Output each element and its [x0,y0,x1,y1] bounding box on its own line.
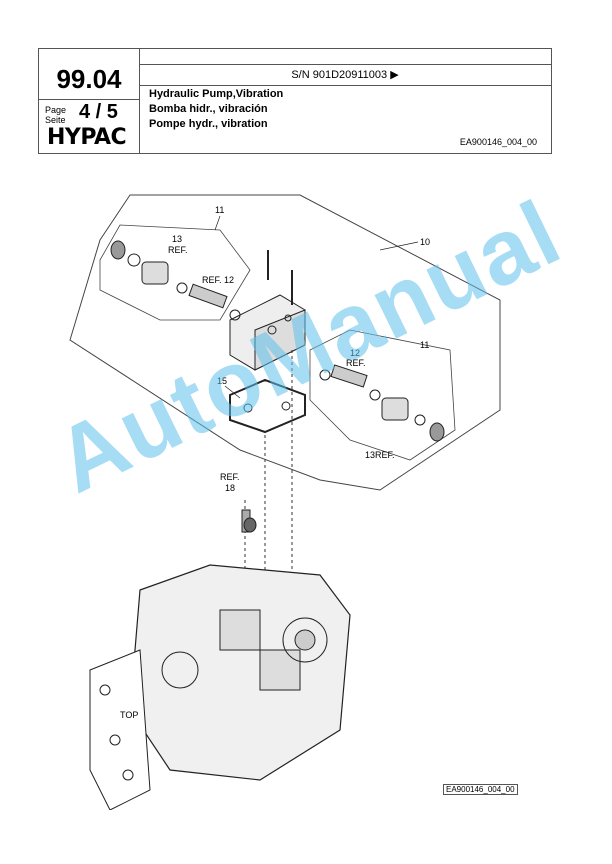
callout-11-right: 11 [420,340,429,350]
svg-text:TOP: TOP [120,710,138,720]
callout-12-right: 12 [350,348,360,358]
callout-13-left-ref: REF. [168,245,188,255]
page-label: Page [45,105,67,115]
seite-label: Seite [45,115,66,125]
page-labels: Page Seite [45,105,66,125]
pump-body: TOP [89,564,351,810]
callout-13-right: 13REF. [365,450,395,460]
callout-13-left: 13 [172,234,182,244]
left-solenoid-parts [110,240,241,321]
callout-12-right-ref: REF. [346,358,366,368]
part-titles: Hydraulic Pump,Vibration Bomba hidr., vi… [149,87,283,132]
valve-block [229,294,306,371]
callout-12-left: REF. 12 [202,275,234,285]
section-code: 99.04 [56,64,122,94]
gasket [229,378,306,434]
callout-15: 15 [217,376,227,386]
callout-18-ref: REF. [220,472,240,482]
title-french: Pompe hydr., vibration [149,118,268,130]
brand-logo: HYPAC [47,125,127,150]
right-solenoid-parts [319,364,445,442]
page-number: 4 / 5 [79,101,118,123]
title-spanish: Bomba hidr., vibración [149,103,268,115]
figure-id: EA900146_004_00 [443,784,518,795]
callout-10: 10 [420,237,430,247]
title-block: 99.04 Page Seite 4 / 5 HYPAC S/N 901D209… [38,48,552,154]
callout-18: 18 [225,483,235,493]
serial-number: S/N 901D20911003 ▶ [291,69,399,81]
exploded-parts-diagram: TOP 11 10 13 REF. REF. 12 12 REF. 11 15 … [69,194,501,810]
callout-11-left: 11 [215,205,224,215]
title-english: Hydraulic Pump,Vibration [149,88,284,100]
doc-code: EA900146_004_00 [459,137,537,147]
